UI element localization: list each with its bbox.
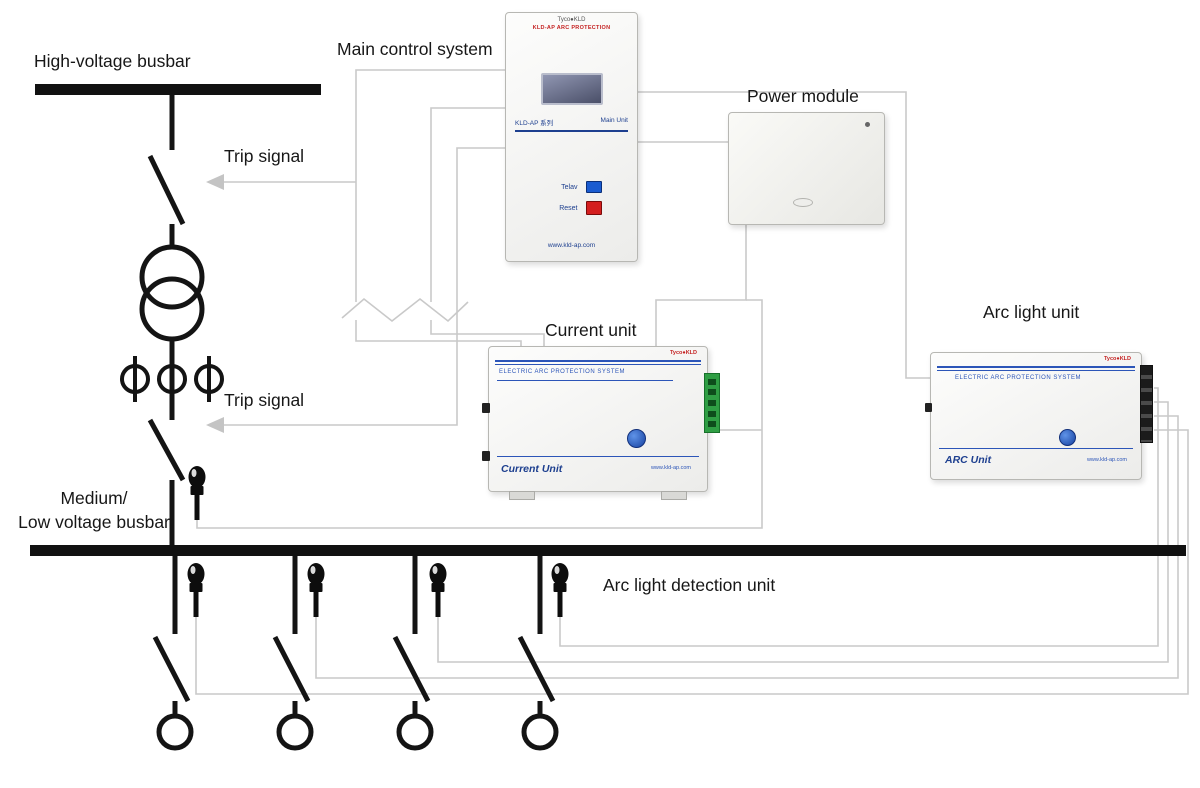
connector-nub-icon xyxy=(482,403,490,413)
signal-button[interactable] xyxy=(585,181,602,193)
medium-low-voltage-busbar-label: Medium/ Low voltage busbar xyxy=(18,488,170,532)
power-module-sticker xyxy=(793,198,813,207)
trip-signal-label-top: Trip signal xyxy=(224,146,305,166)
trip-arrow-top xyxy=(206,174,224,190)
mounting-tab xyxy=(661,491,687,500)
main-control-title: KLD-AP ARC PROTECTION xyxy=(532,25,611,31)
current-unit-brand: Tyco●KLD xyxy=(669,350,697,356)
trip-arrows xyxy=(206,174,224,433)
feeder-4 xyxy=(517,556,559,751)
current-unit-device: Tyco●KLD ELECTRIC ARC PROTECTION SYSTEM … xyxy=(482,346,720,500)
main-control-model: KLD-AP 系列 xyxy=(515,120,554,127)
main-control-system-device: Tyco●KLD KLD-AP ARC PROTECTION KLD-AP 系列… xyxy=(505,12,638,262)
current-unit-name: Current Unit xyxy=(501,463,563,475)
trip-arrow-bottom xyxy=(206,417,224,433)
terminal-block-icon xyxy=(704,373,720,433)
signal-wires xyxy=(195,69,1189,695)
transformer-primary xyxy=(139,244,205,310)
current-unit-header: ELECTRIC ARC PROTECTION SYSTEM xyxy=(499,369,626,375)
main-control-display xyxy=(541,73,603,105)
mv-breaker xyxy=(147,418,186,482)
cable-break-squiggle xyxy=(341,297,469,323)
pin-header-icon xyxy=(1140,365,1153,443)
trip-signal-label-bottom: Trip signal xyxy=(224,390,305,410)
signal-button-label: Telav xyxy=(561,183,578,191)
arc-sensor-icon xyxy=(307,563,325,617)
arc-unit-name: ARC Unit xyxy=(945,454,992,466)
arc-sensor-icon xyxy=(187,563,205,617)
feeder-1 xyxy=(152,556,194,751)
power-module-screw xyxy=(865,122,870,127)
single-line-symbols xyxy=(120,95,559,751)
reset-button[interactable] xyxy=(585,201,602,215)
arc-sensor-icon xyxy=(188,466,206,520)
main-control-website: www.kld-ap.com xyxy=(547,242,596,249)
arc-sensors xyxy=(187,466,569,617)
arc-sensor-icon xyxy=(551,563,569,617)
hv-breaker xyxy=(147,154,186,226)
feeder-3 xyxy=(392,556,434,751)
feeder-2 xyxy=(272,556,314,751)
arc-light-unit-device: Tyco●KLD ELECTRIC ARC PROTECTION SYSTEM … xyxy=(925,352,1153,480)
main-control-system-label: Main control system xyxy=(337,39,493,59)
arc-unit-header: ELECTRIC ARC PROTECTION SYSTEM xyxy=(955,375,1082,381)
adjust-knob[interactable] xyxy=(627,429,646,448)
current-unit-website: www.kld-ap.com xyxy=(650,465,691,471)
mounting-tab xyxy=(509,491,535,500)
arc-unit-brand: Tyco●KLD xyxy=(1103,356,1131,362)
ct-group xyxy=(120,356,224,402)
connector-nub-icon xyxy=(482,451,490,461)
high-voltage-busbar-bar xyxy=(35,84,321,95)
power-module-label: Power module xyxy=(747,86,859,106)
connector-nub-icon xyxy=(925,403,932,412)
high-voltage-busbar-label: High-voltage busbar xyxy=(34,51,191,71)
arc-light-unit-label: Arc light unit xyxy=(983,302,1080,322)
reset-button-label: Reset xyxy=(559,204,578,212)
low-voltage-busbar-bar xyxy=(30,545,1186,556)
arc-light-detection-unit-label: Arc light detection unit xyxy=(603,575,776,595)
arc-unit-website: www.kld-ap.com xyxy=(1086,457,1127,463)
current-unit-label: Current unit xyxy=(545,320,637,340)
main-control-unit-label: Main Unit xyxy=(600,117,628,124)
arc-sensor-icon xyxy=(429,563,447,617)
adjust-knob[interactable] xyxy=(1059,429,1076,446)
power-module-device xyxy=(728,112,885,225)
main-control-brand: Tyco●KLD xyxy=(557,17,586,23)
